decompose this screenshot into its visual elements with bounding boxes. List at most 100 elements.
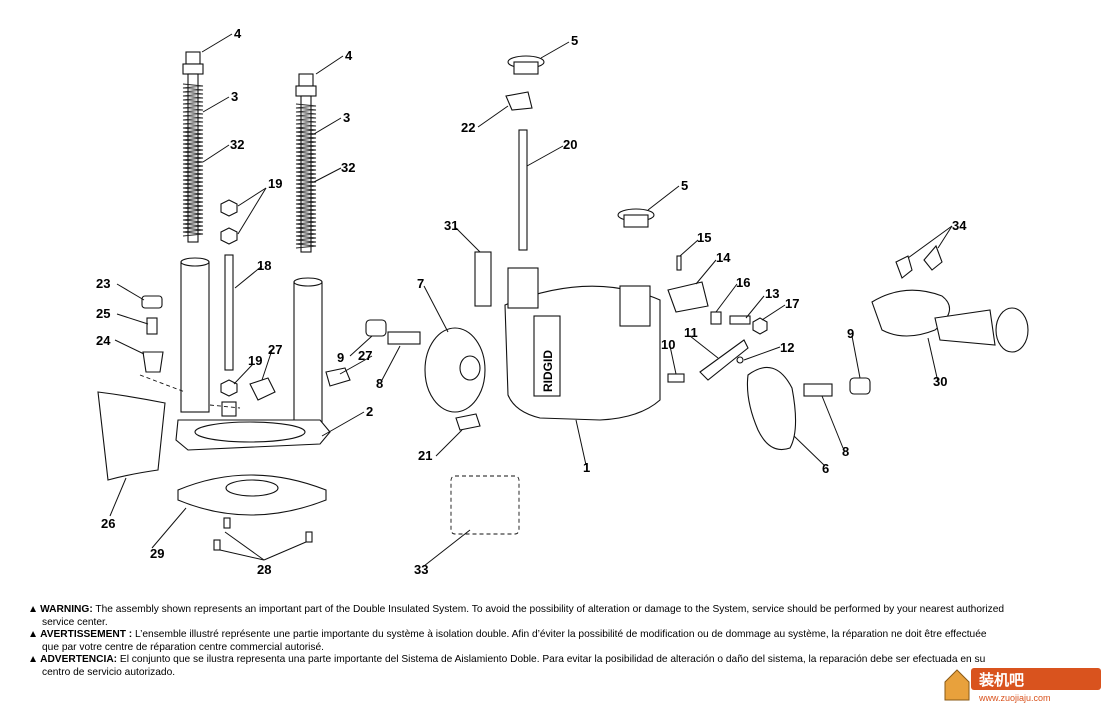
- lever-11: [699, 339, 749, 381]
- warning-label: AVERTISSEMENT :: [40, 629, 133, 641]
- callout-27: 27: [268, 342, 282, 357]
- callout-1: 1: [583, 460, 590, 475]
- warning-en: ▲WARNING: The assembly shown represents …: [28, 604, 1088, 629]
- callout-4: 4: [234, 26, 242, 41]
- warning-label: WARNING:: [40, 604, 93, 615]
- warning-triangle-icon: ▲: [28, 629, 39, 641]
- switch-14: [667, 281, 709, 313]
- callout-3: 3: [343, 110, 350, 125]
- callout-15: 15: [697, 230, 711, 245]
- house-icon: [944, 669, 970, 701]
- callout-4: 4: [345, 48, 353, 63]
- callout-5: 5: [681, 178, 688, 193]
- callout-24: 24: [96, 333, 111, 348]
- warning-text: The assembly shown represents an importa…: [95, 604, 1005, 615]
- knob-23: [141, 295, 163, 309]
- warning-text: El conjunto que se ilustra representa un…: [119, 654, 986, 666]
- warning-notes: ▲WARNING: The assembly shown represents …: [28, 604, 1088, 680]
- nut-19-lower: [220, 379, 238, 397]
- callout-3: 3: [231, 89, 238, 104]
- lever-27-b: [325, 367, 351, 387]
- callout-8: 8: [842, 444, 849, 459]
- callout-30: 30: [933, 374, 947, 389]
- watermark-logo: 装机吧 www.zuojiaju.com: [944, 668, 1101, 703]
- warning-triangle-icon: ▲: [28, 604, 39, 615]
- callout-21: 21: [418, 448, 432, 463]
- callout-2: 2: [366, 404, 373, 419]
- callout-14: 14: [716, 250, 731, 265]
- callout-29: 29: [150, 546, 164, 561]
- clip-21: [455, 413, 481, 431]
- handle-knob-7: [424, 327, 486, 413]
- callout-26: 26: [101, 516, 115, 531]
- callout-7: 7: [417, 276, 424, 291]
- left-column: [180, 261, 210, 413]
- exploded-parts-diagram: RIDGID: [96, 26, 1029, 577]
- housing-logo: RIDGID: [541, 350, 555, 392]
- screw-8-left: [387, 331, 421, 345]
- callout-22: 22: [461, 120, 475, 135]
- callout-32: 32: [341, 160, 355, 175]
- callout-32: 32: [230, 137, 244, 152]
- callout-34: 34: [952, 218, 967, 233]
- insert-9-right: [849, 377, 871, 395]
- callout-25: 25: [96, 306, 110, 321]
- callout-23: 23: [96, 276, 110, 291]
- motor-housing-assembly: RIDGID: [325, 55, 871, 535]
- callout-31: 31: [444, 218, 458, 233]
- left-post-spring: [182, 51, 204, 243]
- callout-9: 9: [337, 350, 344, 365]
- warning-triangle-icon: ▲: [28, 654, 39, 666]
- nut-19-mid: [220, 227, 238, 245]
- dust-hood-assembly: [871, 244, 1029, 353]
- warning-cont: que par votre centre de réparation centr…: [42, 641, 324, 653]
- callout-19: 19: [268, 176, 282, 191]
- right-column: [293, 281, 323, 428]
- washer-16: [710, 311, 722, 325]
- logo-plate: [533, 315, 561, 397]
- plunge-base-assembly: [97, 51, 331, 551]
- screw-13: [729, 315, 751, 325]
- depth-rod-18: [224, 254, 234, 371]
- warning-label: ADVERTENCIA:: [40, 654, 118, 666]
- screw-12: [736, 356, 744, 364]
- callout-10: 10: [661, 337, 675, 352]
- dust-hood-30: [871, 289, 951, 337]
- nut-17: [752, 317, 768, 335]
- callout-numbers: 4 3 32 4 3 32 19 18 23 25 24 19 27 2 26 …: [96, 26, 967, 577]
- callout-19: 19: [248, 353, 262, 368]
- insert-9-left: [365, 319, 387, 337]
- callout-13: 13: [765, 286, 779, 301]
- callout-9: 9: [847, 326, 854, 341]
- nut-19-top: [220, 199, 238, 217]
- leader-lines: [109, 33, 953, 567]
- warning-text: L’ensemble illustré représente une parti…: [135, 629, 987, 641]
- chip-shield-26: [97, 391, 166, 481]
- screw-8-right: [803, 383, 833, 397]
- clip-34-b: [923, 244, 943, 271]
- pin-15: [676, 255, 682, 271]
- callout-17: 17: [785, 296, 799, 311]
- callout-20: 20: [563, 137, 577, 152]
- handle-knob-6: [746, 366, 797, 451]
- callout-28: 28: [257, 562, 271, 577]
- callout-6: 6: [822, 461, 829, 476]
- clip-34-a: [895, 255, 913, 279]
- callout-18: 18: [257, 258, 271, 273]
- spring-25: [146, 317, 158, 335]
- warning-cont: centro de servicio autorizado.: [42, 666, 176, 678]
- callout-5: 5: [571, 33, 578, 48]
- callout-27: 27: [358, 348, 372, 363]
- clip-24: [142, 351, 164, 373]
- watermark-text: 装机吧: [978, 671, 1024, 689]
- rod-20: [518, 129, 528, 251]
- warning-fr: ▲AVERTISSEMENT : L’ensemble illustré rep…: [28, 629, 1088, 654]
- cap-22: [505, 91, 533, 111]
- callout-16: 16: [736, 275, 750, 290]
- callout-12: 12: [780, 340, 794, 355]
- warning-es: ▲ADVERTENCIA: El conjunto que se ilustra…: [28, 654, 1088, 679]
- callout-8: 8: [376, 376, 383, 391]
- screw-10: [667, 373, 685, 383]
- screw-kit-33: [450, 475, 520, 535]
- watermark-url: www.zuojiaju.com: [978, 693, 1051, 703]
